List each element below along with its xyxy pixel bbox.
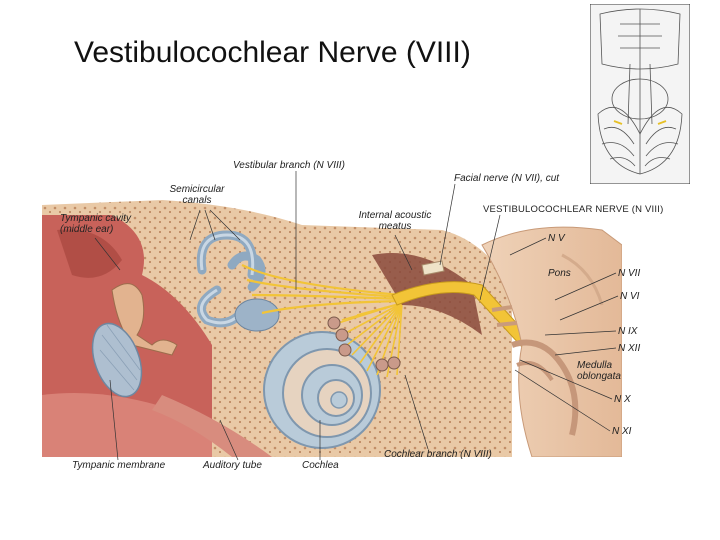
label-cochlear-branch: Cochlear branch (N VIII) — [384, 449, 492, 460]
label-n-x: N X — [614, 394, 631, 405]
vestibular-branch-fibers — [241, 264, 403, 315]
cochlea — [263, 331, 381, 449]
brainstem — [481, 226, 622, 457]
inner-ear-illustration — [42, 195, 622, 457]
label-n-v: N V — [548, 233, 565, 244]
label-auditory-tube: Auditory tube — [203, 460, 262, 471]
vestibule — [234, 298, 280, 332]
label-vestibulocochlear-nerve: VESTIBULOCOCHLEAR NERVE (N VIII) — [483, 204, 664, 215]
tympanic-membrane — [91, 322, 143, 398]
label-n-vi: N VI — [620, 291, 640, 302]
label-internal-acoustic-meatus: Internal acoustic meatus — [358, 210, 432, 232]
label-n-vii: N VII — [618, 268, 641, 279]
label-vestibular-branch: Vestibular branch (N VIII) — [233, 160, 345, 171]
label-facial-nerve: Facial nerve (N VII), cut — [454, 173, 560, 184]
label-n-xi: N XI — [612, 426, 632, 437]
facial-nerve-cut — [421, 260, 445, 276]
label-pons: Pons — [548, 268, 571, 279]
label-medulla-oblongata: Medulla oblongata — [577, 360, 621, 382]
label-tympanic-cavity: Tympanic cavity (middle ear) — [60, 213, 131, 235]
label-cochlea: Cochlea — [302, 460, 339, 471]
brainstem-inset-image — [590, 4, 690, 184]
label-semicircular-canals: Semicircular canals — [169, 184, 225, 206]
cochlear-branch-fibers — [331, 302, 403, 378]
label-n-ix: N IX — [618, 326, 638, 337]
page-title: Vestibulocochlear Nerve (VIII) — [74, 36, 471, 69]
label-n-xii: N XII — [618, 343, 641, 354]
auditory-tube — [152, 395, 272, 457]
label-tympanic-membrane: Tympanic membrane — [72, 460, 166, 471]
